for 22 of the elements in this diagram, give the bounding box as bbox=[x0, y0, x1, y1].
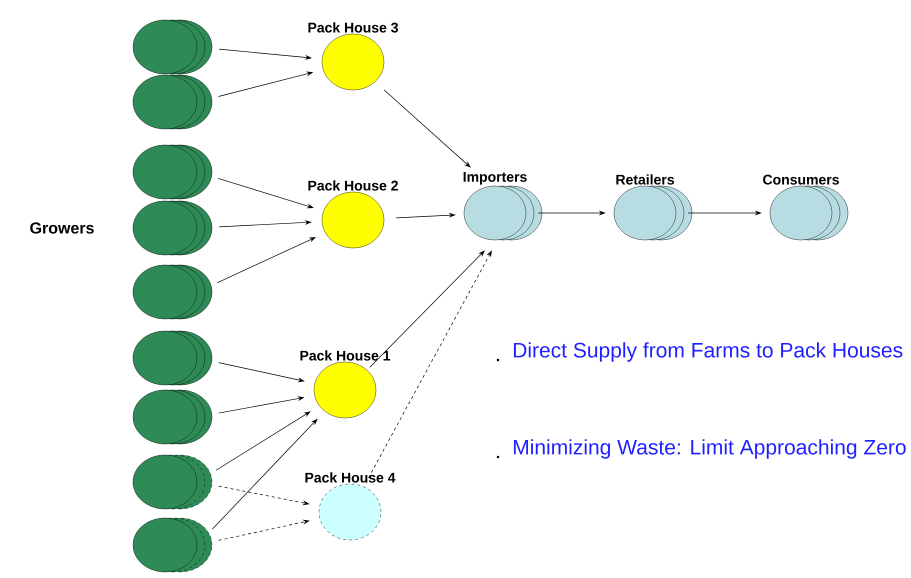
grower-circles bbox=[132, 390, 212, 444]
node-label: Importers bbox=[464, 172, 527, 185]
grower-circles bbox=[132, 74, 212, 130]
node-label: Retailers bbox=[616, 174, 674, 185]
grower-circles bbox=[132, 518, 212, 572]
grower-circles bbox=[132, 200, 212, 256]
grower-circles bbox=[132, 144, 212, 200]
stage-circles: Retailers bbox=[614, 174, 692, 240]
stage-circles: Importers bbox=[464, 172, 542, 240]
node-label: Pack House 3 bbox=[308, 22, 398, 33]
node-label: Pack House 1 bbox=[300, 350, 390, 361]
grower-circles bbox=[132, 330, 212, 386]
node-label: Consumers bbox=[763, 174, 839, 185]
group-label: Growers bbox=[30, 222, 94, 234]
bullet-text: Minimizing Waste: Limit Approaching Zero bbox=[514, 439, 906, 459]
node-label: Pack House 2 bbox=[308, 180, 398, 191]
node-label: Pack House 4 bbox=[305, 472, 396, 483]
grower-circles bbox=[132, 264, 212, 320]
grower-circles bbox=[132, 454, 212, 510]
grower-circles bbox=[132, 20, 212, 74]
bullet-text: Direct Supply from Farms to Pack Houses bbox=[514, 342, 902, 362]
stage-circles: Consumers bbox=[763, 174, 848, 240]
